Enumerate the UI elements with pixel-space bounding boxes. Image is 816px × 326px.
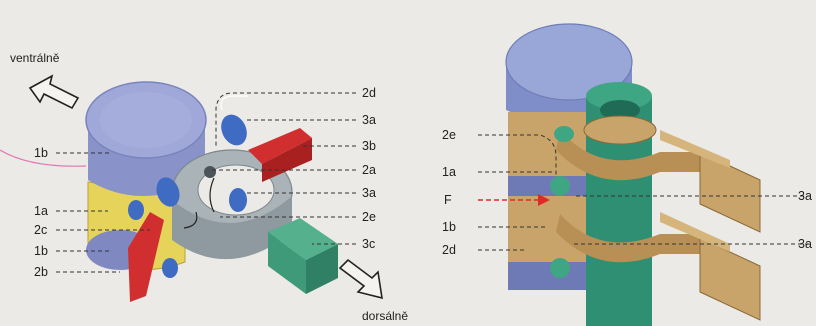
right-label-2d: 2d [442,243,456,257]
label-3a-mid: 3a [362,186,376,200]
right-spine-model [506,24,760,326]
dorsal-label: dorsálně [362,309,408,323]
ventral-arrow-icon [30,76,78,108]
label-2a: 2a [362,163,376,177]
label-3b: 3b [362,139,376,153]
right-label-3a-top: 3a [798,189,812,203]
label-2c: 2c [34,223,47,237]
right-label-F: F [444,193,452,207]
label-1b-bottom: 1b [34,244,48,258]
label-2d: 2d [362,86,376,100]
ventral-label: ventrálně [10,51,60,65]
right-label-1a: 1a [442,165,456,179]
right-label-3a-bottom: 3a [798,237,812,251]
right-label-1b: 1b [442,220,456,234]
dorsal-arrow-icon [340,260,382,298]
label-1b-top: 1b [34,146,48,160]
label-3a-top: 3a [362,113,376,127]
left-vertebra-illustration [30,76,382,302]
label-2b: 2b [34,265,48,279]
label-2e: 2e [362,210,376,224]
label-3c: 3c [362,237,375,251]
right-label-2e: 2e [442,128,456,142]
label-1a: 1a [34,204,48,218]
